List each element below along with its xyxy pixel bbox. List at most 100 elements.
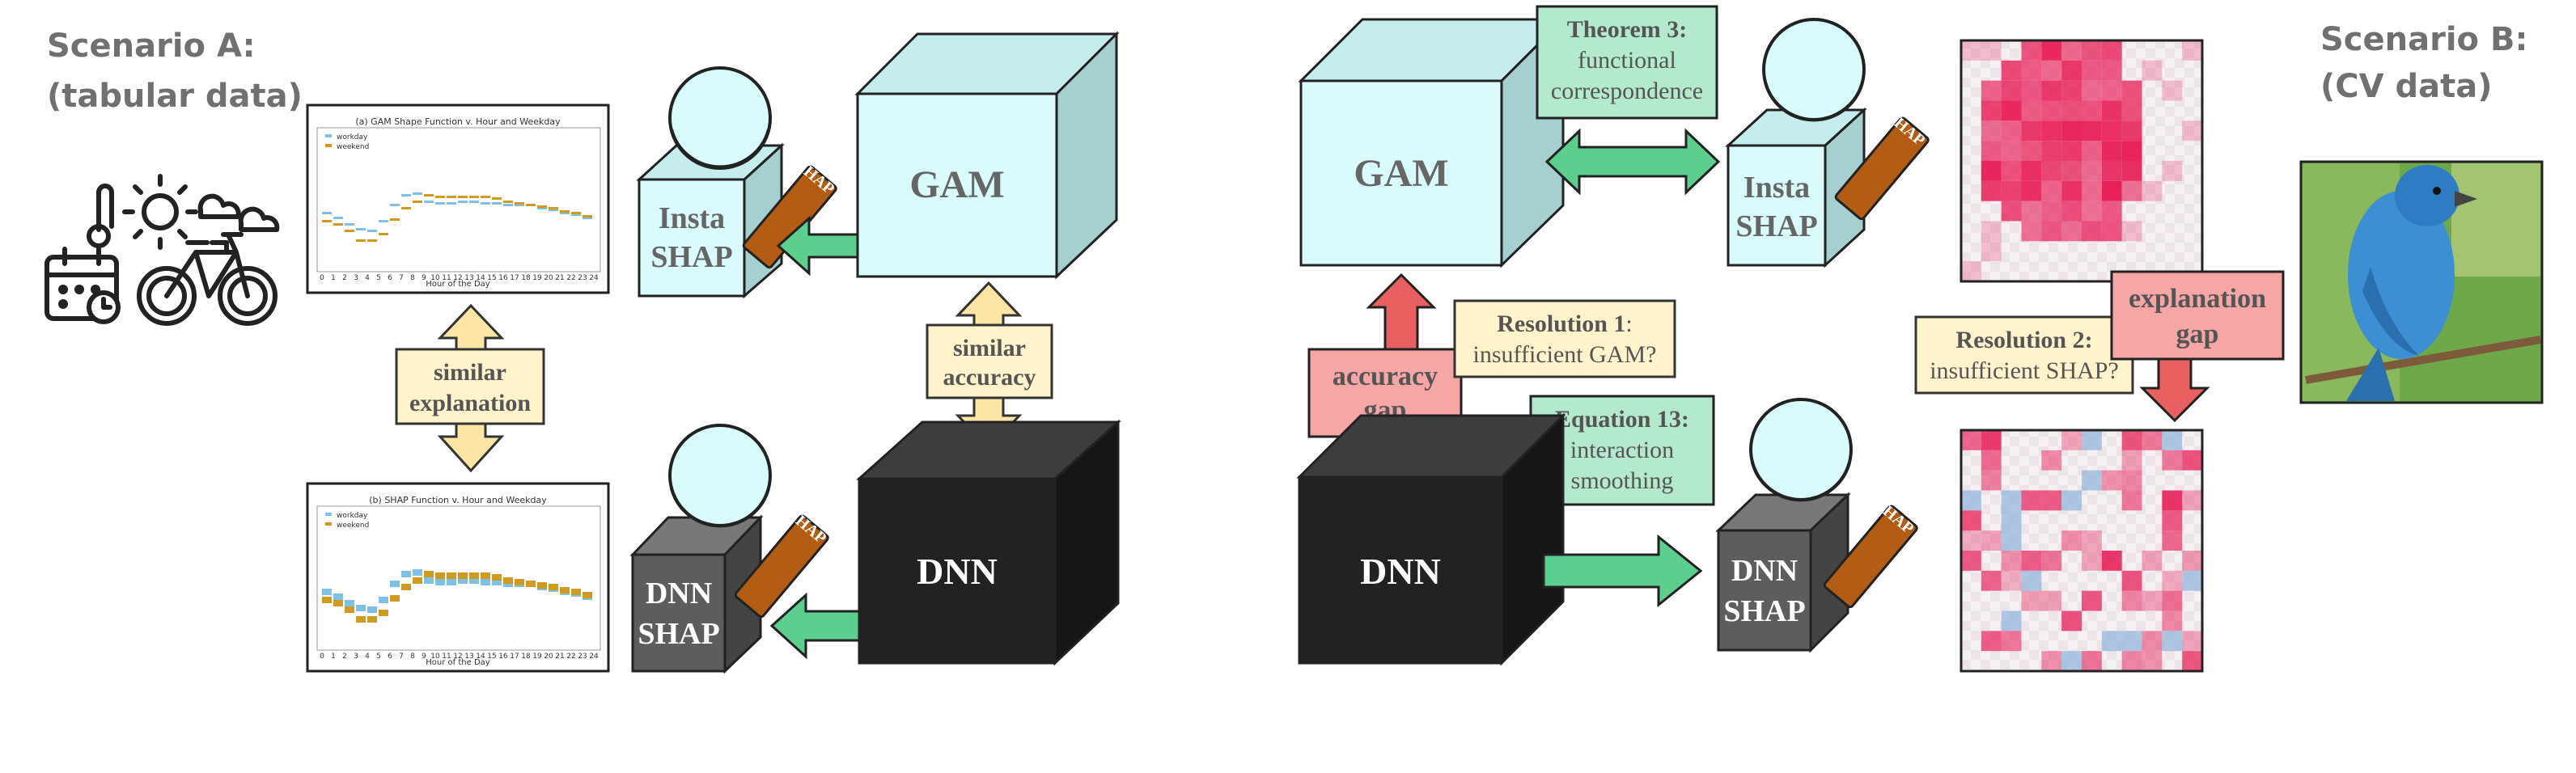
heatmap-cell bbox=[2061, 490, 2082, 511]
scenario-a-line2: (tabular data) bbox=[47, 78, 303, 115]
heatmap-cell bbox=[2182, 631, 2202, 652]
tick-label: 22 bbox=[566, 274, 575, 282]
tabular-data-icons bbox=[44, 174, 280, 326]
weekend-step bbox=[345, 606, 354, 613]
heatmap-cell bbox=[2082, 221, 2102, 242]
heatmap-cell bbox=[2061, 120, 2082, 142]
heatmap-cell bbox=[2041, 590, 2062, 611]
workday-step bbox=[333, 217, 343, 219]
equation-line-2: interaction bbox=[1570, 437, 1674, 463]
tick-label: 12 bbox=[453, 653, 462, 661]
gam-plot-xlabel: Hour of the Day bbox=[426, 280, 490, 289]
insta-shap-a-label-1: Insta bbox=[659, 201, 725, 235]
gam-shape-plot: (a) GAM Shape Function v. Hour and Weekd… bbox=[306, 103, 610, 294]
weekend-step bbox=[503, 577, 513, 584]
heatmap-cell bbox=[2121, 80, 2142, 101]
gam-plot-legend: workday weekend bbox=[325, 133, 369, 151]
heatmap-cell bbox=[2041, 100, 2062, 121]
heatmap-cell bbox=[2121, 141, 2142, 161]
tick-label: 1 bbox=[331, 274, 336, 282]
heatmap-cell bbox=[2082, 430, 2102, 450]
equation-line-3: smoothing bbox=[1571, 467, 1674, 494]
weekend-step bbox=[560, 587, 570, 593]
heatmap-cell bbox=[2162, 430, 2183, 450]
weekend-step bbox=[356, 239, 366, 242]
tick-label: 19 bbox=[532, 653, 542, 661]
heatmap-cell bbox=[2121, 221, 2142, 242]
accuracy-gap-text-1: accuracy bbox=[1332, 361, 1438, 391]
tick-label: 17 bbox=[510, 274, 519, 282]
heatmap-cell bbox=[2101, 40, 2122, 61]
gam-cube-b: GAM bbox=[1298, 16, 1566, 268]
heatmap-cell bbox=[2162, 450, 2183, 471]
heatmap-cell bbox=[1981, 141, 2002, 161]
weekend-step bbox=[333, 223, 343, 226]
heatmap-cell bbox=[2121, 450, 2142, 471]
heatmap-cell bbox=[2001, 201, 2022, 222]
tick-label: 23 bbox=[578, 274, 587, 282]
dnn-a-label: DNN bbox=[917, 551, 998, 592]
heatmap-cell bbox=[2061, 530, 2082, 551]
tick-label: 5 bbox=[376, 274, 381, 282]
workday-step bbox=[458, 577, 468, 584]
explanation-gap-text-2: gap bbox=[2176, 319, 2219, 349]
magnifier-icon-dnn-b: SHAP bbox=[1749, 398, 1918, 609]
workday-step bbox=[492, 579, 502, 585]
heatmap-cell bbox=[2021, 570, 2042, 591]
heatmap-cell bbox=[1981, 120, 2002, 142]
tick-label: 7 bbox=[399, 653, 404, 661]
workday-step bbox=[345, 223, 354, 226]
workday-step bbox=[379, 220, 388, 222]
heatmap-cell bbox=[2121, 570, 2142, 591]
heatmap-cell bbox=[2182, 551, 2202, 571]
gam-b-label: GAM bbox=[1354, 152, 1448, 195]
heatmap-cell bbox=[1981, 161, 2002, 181]
weekend-step bbox=[345, 230, 354, 232]
weekend-step bbox=[469, 572, 479, 579]
explanation-gap-text-1: explanation bbox=[2129, 284, 2266, 314]
tick-label: 4 bbox=[365, 274, 370, 282]
theorem-line-2: functional bbox=[1578, 47, 1676, 74]
gam-legend-workday: workday bbox=[337, 133, 368, 142]
shap-legend-weekend: weekend bbox=[337, 522, 369, 530]
tick-label: 0 bbox=[320, 274, 324, 282]
heatmap-cell bbox=[2142, 631, 2163, 652]
heatmap-cell bbox=[2121, 100, 2142, 121]
weekend-step bbox=[401, 207, 411, 209]
heatmap-cell bbox=[2021, 201, 2042, 222]
explanation-gap-connector: explanation gap bbox=[2110, 270, 2285, 423]
thermometer-icon bbox=[87, 184, 114, 248]
workday-step bbox=[492, 202, 502, 205]
resolution2-title: Resolution 2: bbox=[1955, 327, 2092, 353]
weekend-step bbox=[515, 202, 524, 205]
weekend-step bbox=[492, 574, 502, 581]
tick-label: 11 bbox=[442, 274, 451, 282]
heatmap-cell bbox=[2041, 120, 2062, 142]
workday-step bbox=[458, 201, 468, 203]
gam-cube-a: GAM bbox=[854, 31, 1120, 280]
workday-step bbox=[322, 212, 332, 214]
heatmap-cell bbox=[2061, 201, 2082, 222]
heatmap-cell bbox=[2001, 60, 2022, 81]
weekend-step bbox=[583, 215, 592, 218]
bicycle-icon bbox=[137, 232, 278, 326]
heatmap-cell bbox=[1981, 221, 2002, 242]
dnn-b-label: DNN bbox=[1360, 551, 1441, 592]
weekend-step bbox=[526, 581, 536, 587]
weekend-step bbox=[469, 196, 479, 198]
heatmap-cell bbox=[2121, 490, 2142, 511]
tick-label: 14 bbox=[476, 274, 485, 282]
weekend-step bbox=[390, 218, 400, 221]
workday-step bbox=[322, 589, 332, 595]
green-double-arrow-b bbox=[1544, 128, 1721, 196]
heatmap-cell bbox=[2001, 631, 2022, 652]
heatmap-cell bbox=[2021, 551, 2042, 571]
heatmap-cell bbox=[2082, 120, 2102, 142]
resolution2-note: Resolution 2: insufficient SHAP? bbox=[1914, 315, 2134, 395]
workday-step bbox=[435, 202, 445, 205]
heatmap-cell bbox=[2162, 80, 2183, 101]
tick-label: 23 bbox=[578, 653, 587, 661]
workday-step bbox=[345, 600, 354, 606]
heatmap-cell bbox=[1961, 551, 1981, 571]
